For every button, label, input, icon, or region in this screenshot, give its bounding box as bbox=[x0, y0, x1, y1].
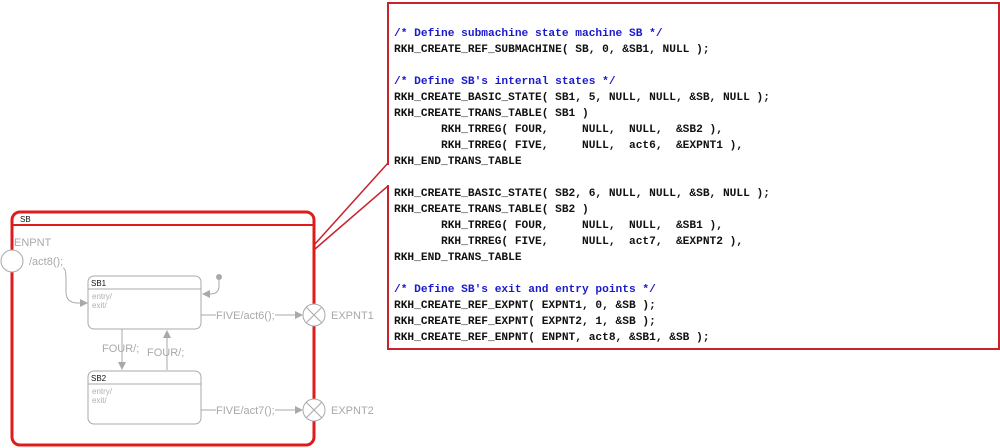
state-sb2[interactable]: SB2 entry/ exit/ bbox=[87, 370, 202, 425]
entry-point-icon[interactable] bbox=[0, 249, 24, 273]
code-line: RKH_END_TRANS_TABLE bbox=[394, 156, 522, 168]
code-line: RKH_CREATE_REF_SUBMACHINE( SB, 0, &SB1, … bbox=[394, 44, 710, 56]
code-line: RKH_CREATE_TRANS_TABLE( SB2 ) bbox=[394, 204, 589, 216]
exit-point-icon[interactable] bbox=[302, 398, 326, 422]
state-name: SB2 bbox=[91, 374, 107, 383]
code-callout-box: /* Define submachine state machine SB */… bbox=[387, 2, 1000, 350]
exit-point-label: EXPNT1 bbox=[331, 310, 374, 322]
code-line: RKH_CREATE_REF_EXPNT( EXPNT1, 0, &SB ); bbox=[394, 300, 656, 312]
code-comment: /* Define submachine state machine SB */ bbox=[394, 28, 663, 40]
code-line: RKH_TRREG( FIVE, NULL, act7, &EXPNT2 ), bbox=[394, 236, 744, 248]
code-line: RKH_TRREG( FOUR, NULL, NULL, &SB1 ), bbox=[394, 220, 723, 232]
code-listing: /* Define submachine state machine SB */… bbox=[394, 26, 770, 346]
transition-sb1-sb2-label: FOUR/; bbox=[102, 343, 139, 355]
state-exit: exit/ bbox=[92, 396, 107, 405]
code-line: RKH_CREATE_TRANS_TABLE( SB1 ) bbox=[394, 108, 589, 120]
transition-sb2-expnt2-label: FIVE/act7(); bbox=[216, 405, 275, 417]
entry-point-label: ENPNT bbox=[14, 237, 52, 249]
state-exit: exit/ bbox=[92, 301, 107, 310]
callout-line bbox=[314, 185, 389, 250]
submachine-sb-box[interactable] bbox=[10, 210, 316, 447]
code-line: RKH_CREATE_BASIC_STATE( SB2, 6, NULL, NU… bbox=[394, 188, 770, 200]
state-entry: entry/ bbox=[92, 387, 113, 396]
state-entry: entry/ bbox=[92, 292, 113, 301]
code-line: RKH_CREATE_BASIC_STATE( SB1, 5, NULL, NU… bbox=[394, 92, 770, 104]
callout-line bbox=[314, 162, 389, 245]
code-line: RKH_TRREG( FOUR, NULL, NULL, &SB2 ), bbox=[394, 124, 723, 136]
code-line: RKH_TRREG( FIVE, NULL, act6, &EXPNT1 ), bbox=[394, 140, 744, 152]
code-line: RKH_CREATE_REF_EXPNT( EXPNT2, 1, &SB ); bbox=[394, 316, 656, 328]
entry-action-label: /act8(); bbox=[29, 256, 63, 268]
transition-sb2-sb1-label: FOUR/; bbox=[147, 347, 184, 359]
state-sb1[interactable]: SB1 entry/ exit/ bbox=[87, 275, 202, 330]
state-name: SB1 bbox=[91, 279, 107, 288]
code-comment: /* Define SB's internal states */ bbox=[394, 76, 616, 88]
code-comment: /* Define SB's exit and entry points */ bbox=[394, 284, 656, 296]
exit-point-label: EXPNT2 bbox=[331, 405, 374, 417]
code-line: RKH_CREATE_REF_ENPNT( ENPNT, act8, &SB1,… bbox=[394, 332, 710, 344]
exit-point-icon[interactable] bbox=[302, 303, 326, 327]
submachine-title: SB bbox=[20, 215, 31, 224]
initial-pseudostate-icon bbox=[216, 274, 222, 280]
code-line: RKH_END_TRANS_TABLE bbox=[394, 252, 522, 264]
transition-sb1-expnt1-label: FIVE/act6(); bbox=[216, 310, 275, 322]
